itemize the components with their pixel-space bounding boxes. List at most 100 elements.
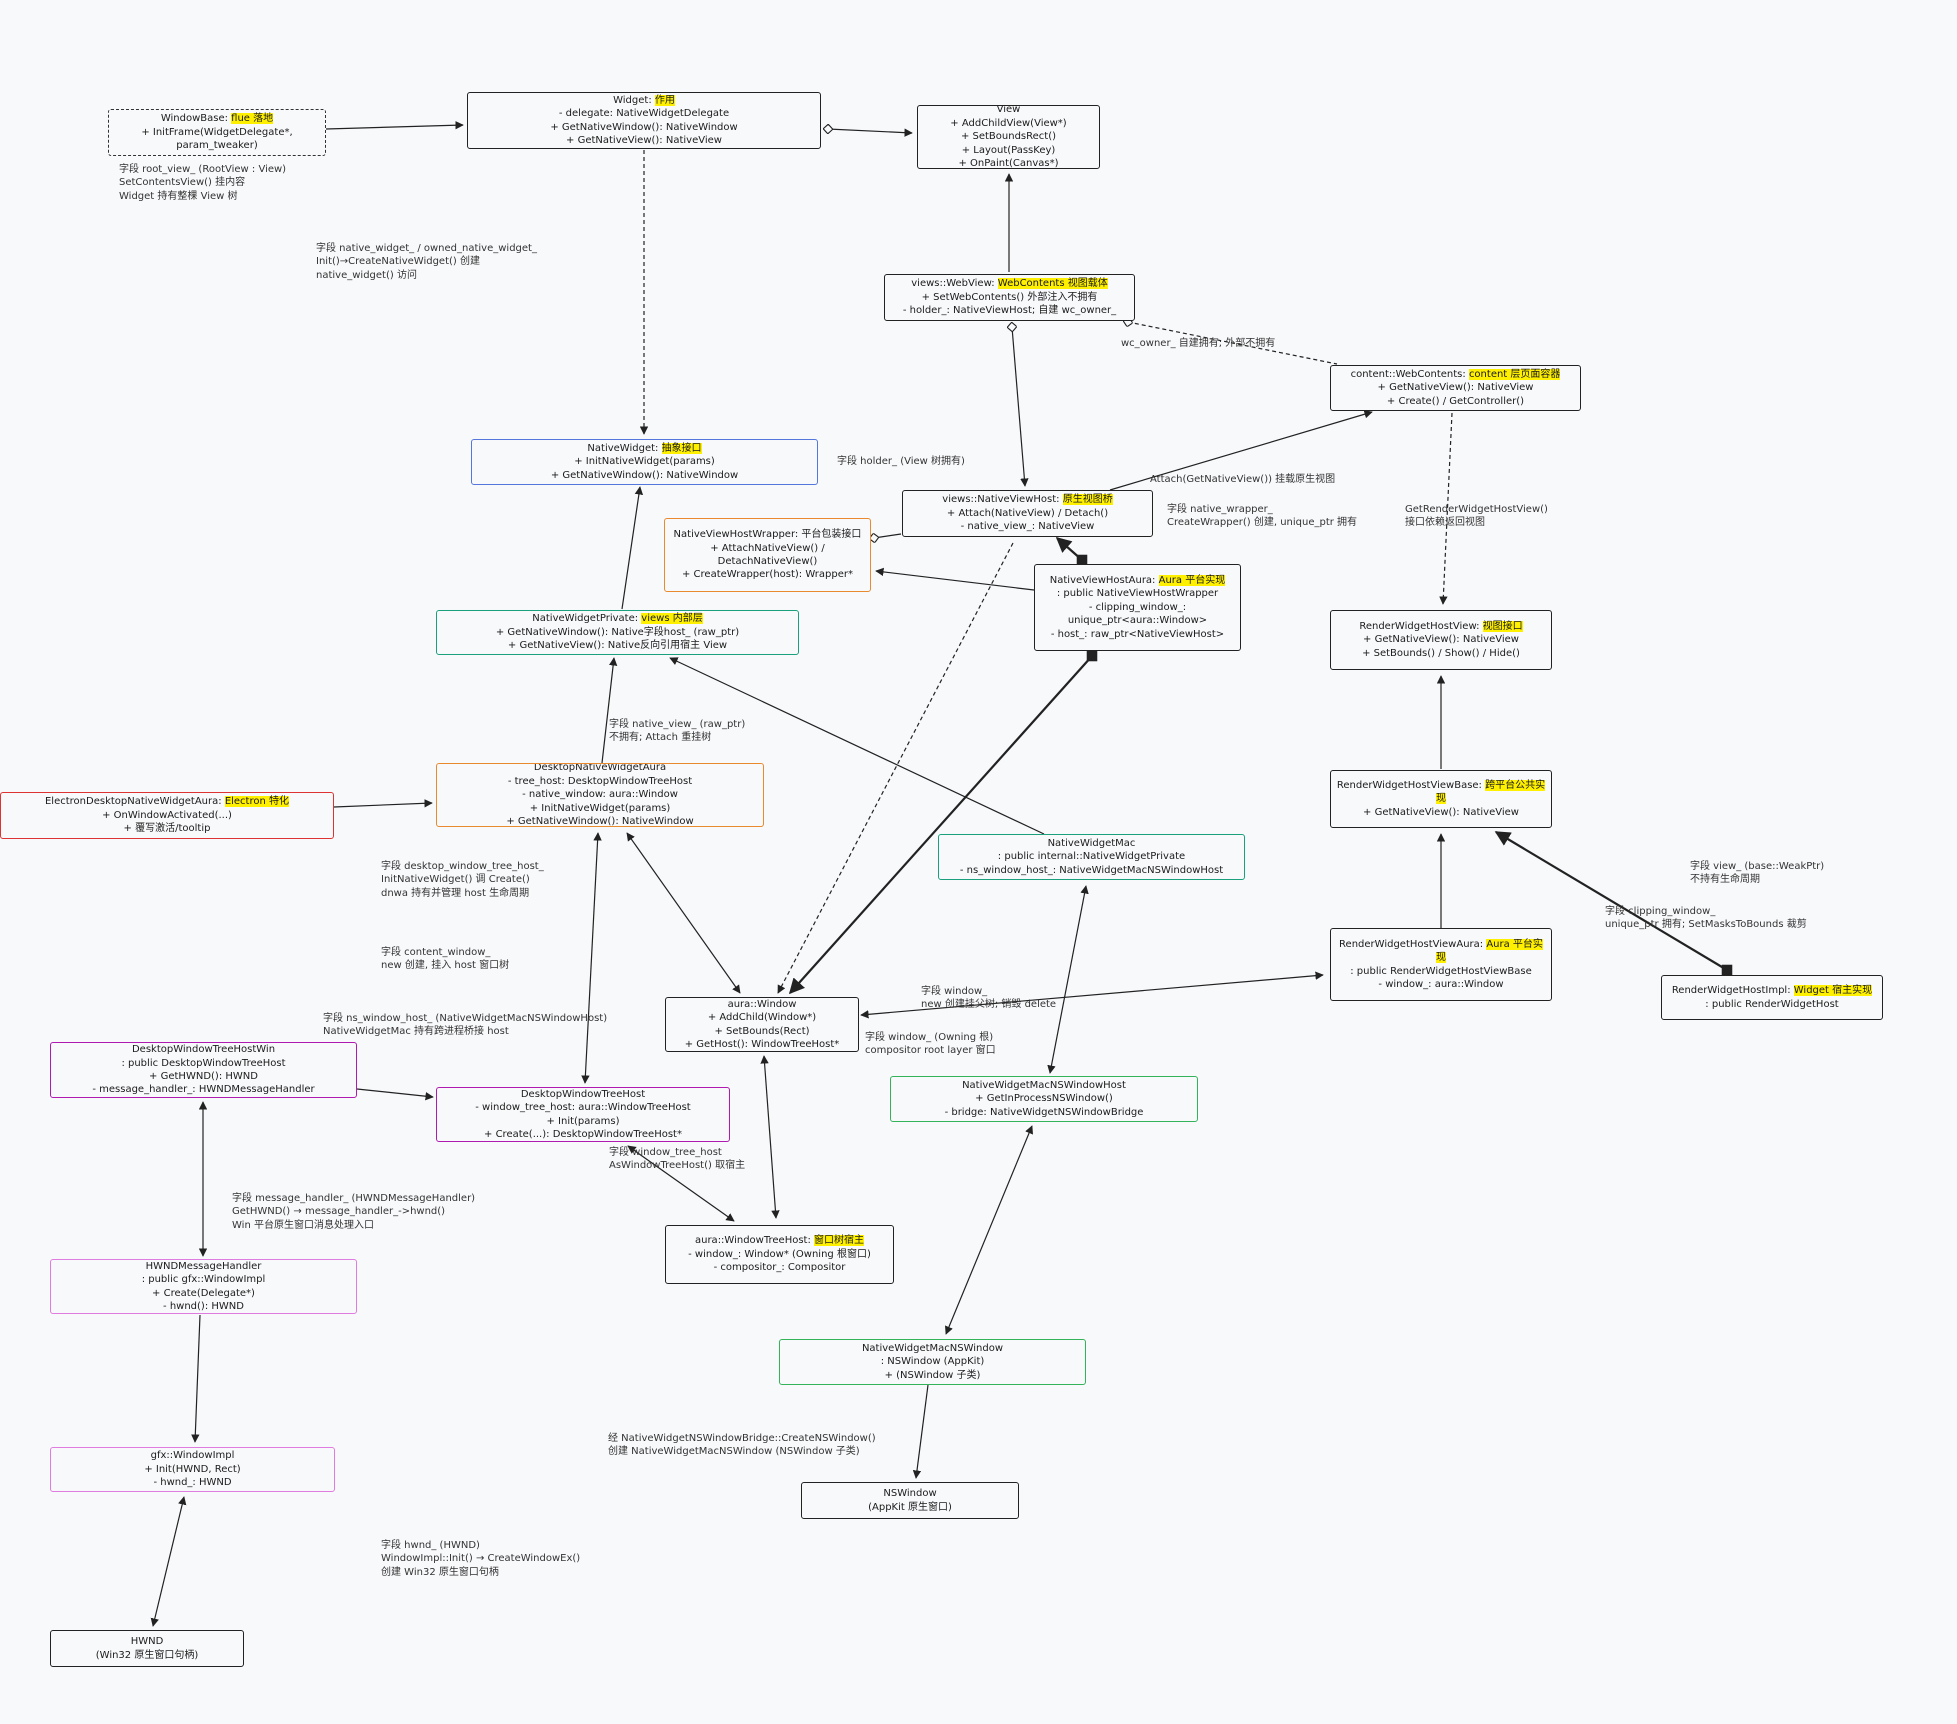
- node-title: NativeViewHostWrapper: 平台包装接口: [673, 529, 862, 541]
- node-highlight: content 层页面容器: [1468, 368, 1561, 380]
- edge-dnwa-nwprivate: [601, 657, 618, 764]
- node-hwnd-message-handler[interactable]: HWNDMessageHandler : public gfx::WindowI…: [50, 1259, 357, 1314]
- node-render-widget-host-impl[interactable]: RenderWidgetHostImpl: Widget 宿主实现 : publ…: [1661, 975, 1883, 1020]
- edge-label-holder: 字段 holder_ (View 树拥有): [837, 456, 965, 467]
- node-title: NativeWidgetMac: [1047, 837, 1136, 849]
- node-line: unique_ptr<aura::Window>: [1067, 615, 1208, 627]
- node-view[interactable]: View + AddChildView(View*) + SetBoundsRe…: [917, 105, 1100, 169]
- node-widget[interactable]: Widget: 作用 - delegate: NativeWidgetDeleg…: [467, 92, 821, 149]
- node-dwth[interactable]: DesktopWindowTreeHost - window_tree_host…: [436, 1087, 730, 1142]
- edge-aurawindow-wth: [760, 1055, 780, 1219]
- node-native-view-host[interactable]: views::NativeViewHost: 原生视图桥 + Attach(Na…: [902, 490, 1153, 537]
- edge-label-native-wrapper: 字段 native_wrapper_CreateWrapper() 创建, un…: [1167, 504, 1358, 529]
- node-aura-window[interactable]: aura::Window + AddChild(Window*) + SetBo…: [665, 997, 859, 1052]
- node-line: + Layout(PassKey): [961, 144, 1056, 156]
- node-hwnd[interactable]: HWND (Win32 原生窗口句柄): [50, 1630, 244, 1667]
- node-line: + CreateWrapper(host): Wrapper*: [682, 569, 853, 581]
- node-line: + SetWebContents() 外部注入不拥有: [921, 291, 1098, 303]
- node-line: + GetNativeWindow(): NativeWindow: [550, 121, 738, 133]
- edge-nwprivate-nativewidget: [621, 486, 644, 610]
- node-webcontents[interactable]: content::WebContents: content 层页面容器 + Ge…: [1330, 365, 1581, 411]
- edge-nswin-nswindow: [912, 1384, 929, 1479]
- node-line: + SetBoundsRect(): [960, 131, 1057, 143]
- node-desktop-native-widget-aura[interactable]: DesktopNativeWidgetAura - tree_host: Des…: [436, 763, 764, 827]
- node-line: + GetNativeWindow(): NativeWindow: [550, 469, 739, 481]
- node-rwhv-base[interactable]: RenderWidgetHostViewBase: 跨平台公共实现 + GetN…: [1330, 770, 1552, 828]
- node-line: - bridge: NativeWidgetNSWindowBridge: [944, 1106, 1144, 1118]
- node-title: aura::WindowTreeHost:: [694, 1235, 815, 1247]
- node-line: - window_tree_host: aura::WindowTreeHost: [475, 1102, 691, 1114]
- node-highlight: Widget 宿主实现: [1793, 985, 1873, 997]
- node-line: - clipping_window_:: [1088, 601, 1187, 613]
- node-highlight: 抽象接口: [661, 442, 702, 454]
- edge-label-root-view: 字段 root_view_ (RootView : View)SetConten…: [119, 164, 287, 202]
- node-nswindow[interactable]: NSWindow (AppKit 原生窗口): [801, 1482, 1019, 1519]
- node-title: RenderWidgetHostView:: [1359, 620, 1483, 632]
- node-line: + GetNativeView(): NativeView: [566, 134, 722, 146]
- node-highlight: 作用: [654, 94, 675, 106]
- node-line: + AddChildView(View*): [950, 117, 1067, 129]
- node-title: content::WebContents:: [1350, 368, 1469, 380]
- edge-nvh-webcontents: [1109, 410, 1373, 491]
- edge-label-view-weak: 字段 view_ (base::WeakPtr)不持有生命周期: [1690, 861, 1825, 886]
- node-highlight: Electron 特化: [224, 796, 290, 808]
- node-title: RenderWidgetHostViewBase:: [1336, 779, 1486, 791]
- node-title: NativeWidgetMacNSWindowHost: [962, 1079, 1126, 1091]
- node-line: + AddChild(Window*): [707, 1012, 817, 1024]
- node-gfx-window-impl[interactable]: gfx::WindowImpl + Init(HWND, Rect) - hwn…: [50, 1447, 335, 1492]
- node-line: + OnPaint(Canvas*): [958, 158, 1059, 169]
- node-title: DesktopWindowTreeHostWin: [131, 1044, 276, 1056]
- edge-electron-dnwa: [333, 799, 433, 808]
- edge-label-bridge: 经 NativeWidgetNSWindowBridge::CreateNSWi…: [608, 1433, 876, 1458]
- node-rwhv-aura[interactable]: RenderWidgetHostViewAura: Aura 平台实现 : pu…: [1330, 928, 1552, 1001]
- node-title: View: [996, 105, 1021, 116]
- node-nwmac-nswindow-host[interactable]: NativeWidgetMacNSWindowHost + GetInProce…: [890, 1076, 1198, 1122]
- edge-label-ns-window-host: 字段 ns_window_host_ (NativeWidgetMacNSWin…: [323, 1013, 608, 1038]
- node-line: + GetHost(): WindowTreeHost*: [684, 1038, 840, 1050]
- node-window-tree-host[interactable]: aura::WindowTreeHost: 窗口树宿主 - window_: W…: [665, 1225, 894, 1284]
- node-highlight: 视图接口: [1482, 620, 1523, 632]
- edge-webcontents-rwhv: [1439, 412, 1453, 605]
- node-title: NativeWidget:: [587, 442, 662, 454]
- edge-webview-webcontents: [1128, 322, 1338, 365]
- edge-widget-view: [828, 129, 912, 133]
- node-native-view-host-wrapper[interactable]: NativeViewHostWrapper: 平台包装接口 + AttachNa…: [664, 518, 871, 592]
- node-native-widget[interactable]: NativeWidget: 抽象接口 + InitNativeWidget(pa…: [471, 439, 818, 485]
- node-line: + GetNativeView(): NativeView: [1363, 806, 1519, 818]
- node-line: : public DesktopWindowTreeHost: [121, 1057, 286, 1069]
- node-line: + Init(HWND, Rect): [144, 1463, 241, 1475]
- node-line: + GetNativeWindow(): Native字段host_ (raw_…: [495, 626, 740, 638]
- node-window-base[interactable]: WindowBase: flue 落地 + InitFrame(WidgetDe…: [108, 109, 326, 156]
- edge-label-clipping: 字段 clipping_window_unique_ptr 拥有; SetMas…: [1605, 906, 1807, 931]
- node-line: : public internal::NativeWidgetPrivate: [997, 851, 1186, 863]
- node-native-widget-mac[interactable]: NativeWidgetMac : public internal::Nativ…: [938, 834, 1245, 880]
- node-native-widget-private[interactable]: NativeWidgetPrivate: views 内部层 + GetNati…: [436, 610, 799, 655]
- node-line: + Create() / GetController(): [1386, 395, 1525, 407]
- edge-label-native-view: 字段 native_view_ (raw_ptr)不拥有; Attach 重挂树: [609, 719, 746, 744]
- edge-windowbase-widget: [325, 121, 464, 130]
- edge-label-content-window: 字段 content_window_new 创建, 挂入 host 窗口树: [381, 947, 510, 972]
- node-line: : public NativeViewHostWrapper: [1056, 588, 1219, 600]
- edge-label-hwnd-field: 字段 hwnd_ (HWND)WindowImpl::Init() → Crea…: [381, 1540, 581, 1578]
- edge-webview-nvh: [1012, 327, 1025, 486]
- edge-label-attach: Attach(GetNativeView()) 挂载原生视图: [1150, 474, 1336, 485]
- edge-nwmachost-nswin: [945, 1125, 1033, 1335]
- node-line: + Create(...): DesktopWindowTreeHost*: [484, 1128, 682, 1140]
- edge-nwmac-nwmachost: [1047, 885, 1089, 1074]
- node-webview[interactable]: views::WebView: WebContents 视图载体 + SetWe…: [884, 274, 1135, 321]
- node-line: - message_handler_: HWNDMessageHandler: [92, 1084, 315, 1096]
- node-title: RenderWidgetHostImpl:: [1671, 985, 1794, 997]
- node-title: ElectronDesktopNativeWidgetAura:: [44, 796, 225, 808]
- node-line: + Create(Delegate*): [152, 1287, 255, 1299]
- edge-nvhaura-aurawindow: [788, 650, 1098, 995]
- node-electron-native-widget[interactable]: ElectronDesktopNativeWidgetAura: Electro…: [0, 792, 334, 839]
- node-line: - compositor_: Compositor: [713, 1262, 846, 1274]
- node-dwth-win[interactable]: DesktopWindowTreeHostWin : public Deskto…: [50, 1042, 357, 1098]
- node-line: - native_view_: NativeView: [960, 521, 1095, 533]
- edge-nvhaura-nvh: [1055, 536, 1088, 566]
- node-native-view-host-aura[interactable]: NativeViewHostAura: Aura 平台实现 : public N…: [1034, 564, 1241, 651]
- node-render-widget-host-view[interactable]: RenderWidgetHostView: 视图接口 + GetNativeVi…: [1330, 610, 1552, 670]
- node-line: - ns_window_host_: NativeWidgetMacNSWind…: [959, 864, 1224, 876]
- node-nwmac-nswindow[interactable]: NativeWidgetMacNSWindow : NSWindow (AppK…: [779, 1339, 1086, 1385]
